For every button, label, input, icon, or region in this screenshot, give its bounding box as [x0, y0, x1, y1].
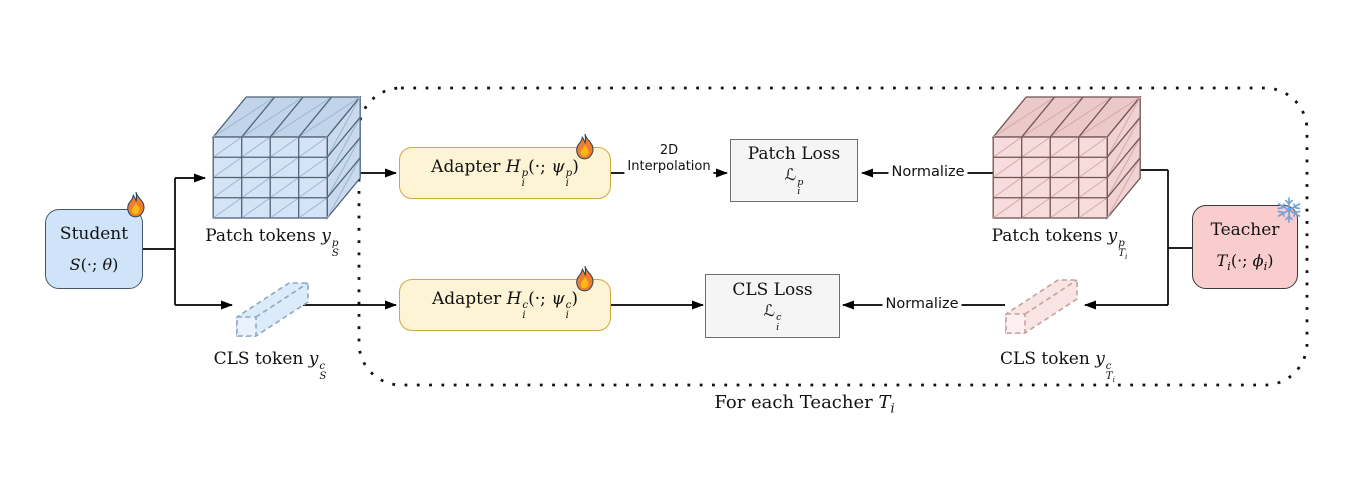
student-cls-token-slab — [233, 270, 318, 345]
interpolation-line1: 2D — [659, 142, 679, 158]
normalize-patch-label: Normalize — [888, 162, 968, 182]
teacher-formula: Ti(·; ϕi) — [1216, 251, 1274, 274]
interpolation-line2: Interpolation — [627, 159, 711, 174]
student-title: Student — [59, 224, 129, 244]
student-patch-tokens-cube — [211, 95, 362, 220]
student-formula: S(·; θ) — [69, 255, 119, 274]
teacher-patch-tokens-cube — [991, 95, 1142, 220]
patch-loss-title: Patch Loss — [747, 144, 841, 165]
for-each-teacher-label: For each Teacher Ti — [714, 392, 895, 417]
teacher-box: Teacher Ti(·; ϕi) — [1192, 205, 1298, 289]
flame-icon — [572, 133, 598, 165]
normalize-cls-label: Normalize — [882, 294, 962, 314]
flame-icon — [123, 191, 149, 223]
snowflake-icon — [1275, 196, 1303, 228]
student-box: Student S(·; θ) — [45, 209, 143, 289]
teacher-title: Teacher — [1210, 220, 1280, 241]
interpolation-label: 2D Interpolation — [624, 142, 714, 176]
teacher-cls-token-slab — [1002, 267, 1087, 342]
cls-loss-title: CLS Loss — [732, 279, 813, 300]
flame-icon — [572, 265, 598, 297]
for-each-teacher-container — [357, 86, 1309, 387]
